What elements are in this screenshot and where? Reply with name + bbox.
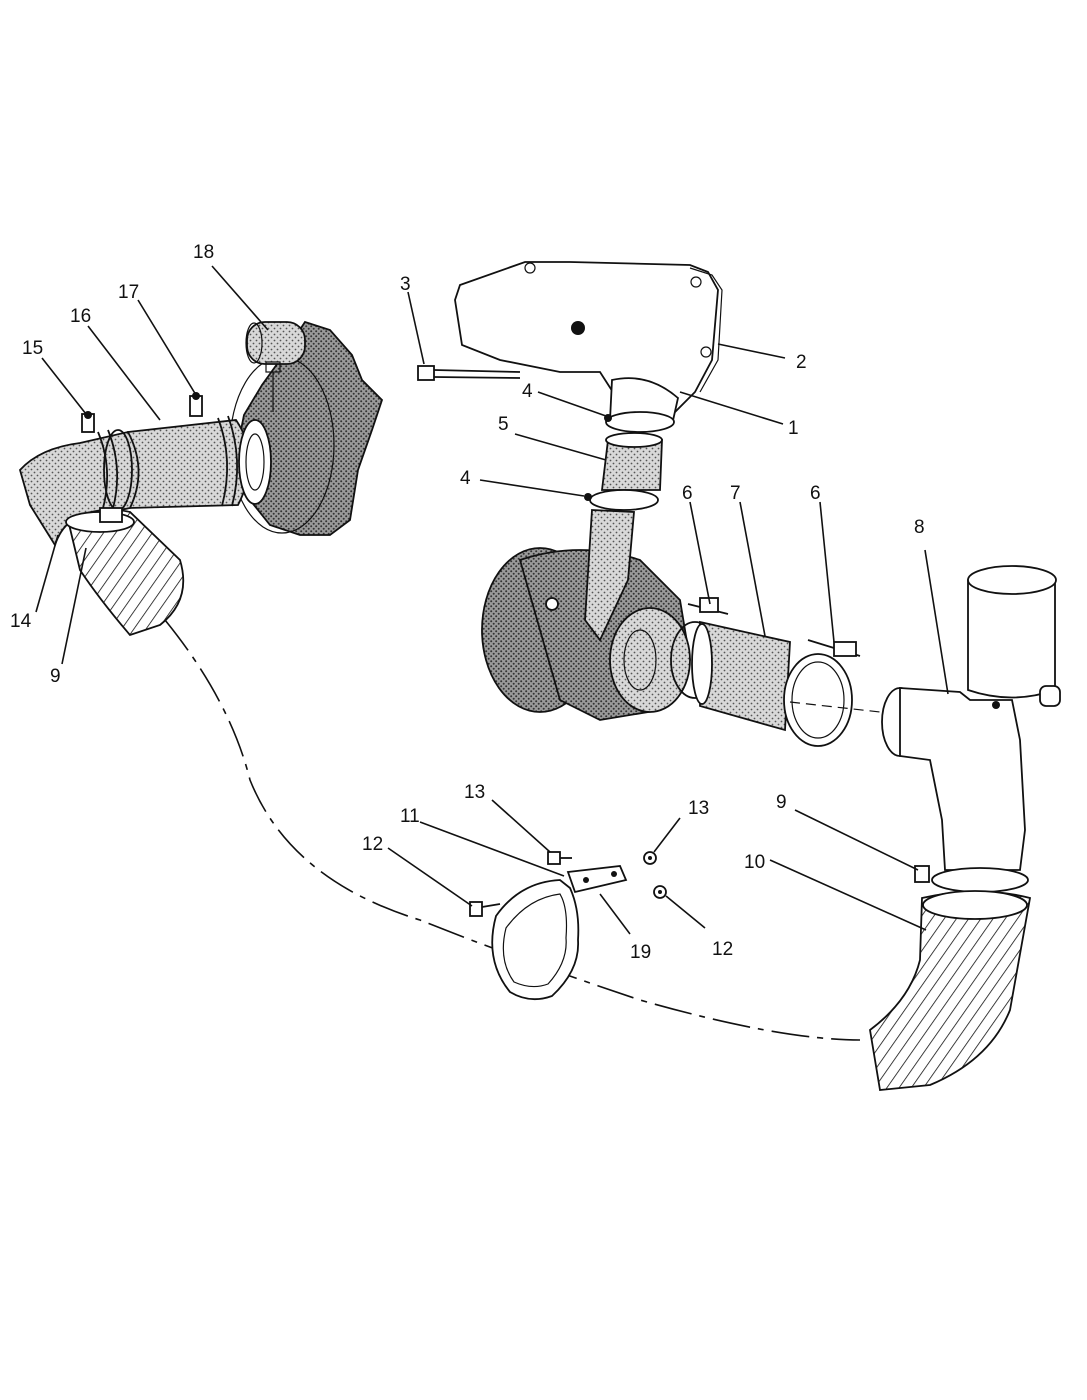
nut-12-right bbox=[653, 885, 667, 899]
callout-11: 11 bbox=[400, 806, 420, 827]
callout-12-right: 12 bbox=[712, 939, 733, 960]
callout-labels: 1 2 3 4 5 4 6 7 6 8 9 9 10 11 12 12 13 1… bbox=[10, 242, 925, 963]
clamp-15 bbox=[81, 411, 119, 513]
sleeve-7 bbox=[699, 620, 791, 732]
elbow-14 bbox=[18, 430, 140, 548]
intake-tube-rim bbox=[238, 419, 272, 505]
callout-18: 18 bbox=[193, 242, 214, 263]
callout-6-right: 6 bbox=[810, 483, 821, 504]
clamp-4-upper bbox=[604, 411, 675, 433]
strap-11 bbox=[491, 879, 580, 1001]
bracket-19 bbox=[566, 865, 628, 894]
breather-cap bbox=[245, 321, 306, 412]
clamp-4-lower bbox=[584, 489, 659, 511]
exhaust-elbow bbox=[454, 261, 723, 433]
callout-13-left: 13 bbox=[464, 782, 485, 803]
callout-9-right: 9 bbox=[776, 792, 787, 813]
hose-clamp-9-right bbox=[914, 865, 1029, 893]
callout-14: 14 bbox=[10, 611, 32, 632]
callout-9-left: 9 bbox=[50, 666, 61, 687]
callout-17: 17 bbox=[118, 282, 139, 303]
flex-hose-10 bbox=[869, 890, 1032, 1091]
callout-3: 3 bbox=[400, 274, 411, 295]
callout-6-left: 6 bbox=[682, 483, 693, 504]
callout-4-upper: 4 bbox=[522, 381, 533, 402]
hose-clamp-9-left bbox=[65, 507, 135, 533]
hose-route-line bbox=[164, 619, 861, 1041]
bolt-12-left bbox=[469, 901, 501, 917]
nut-13-right bbox=[643, 851, 657, 865]
callout-12-left: 12 bbox=[362, 834, 383, 855]
clamp-6-right bbox=[783, 639, 861, 747]
clamp-6-left bbox=[670, 597, 729, 699]
bolt-13-left bbox=[547, 851, 572, 865]
bolt-3 bbox=[417, 365, 521, 381]
callout-8: 8 bbox=[914, 517, 925, 538]
callout-15: 15 bbox=[22, 338, 43, 359]
callout-2: 2 bbox=[796, 352, 807, 373]
callout-4-lower: 4 bbox=[460, 468, 471, 489]
callout-19: 19 bbox=[630, 942, 651, 963]
tee-pipe-8 bbox=[881, 565, 1061, 871]
callout-10: 10 bbox=[744, 852, 765, 873]
intake-tube bbox=[127, 419, 251, 509]
clamp-17 bbox=[189, 392, 239, 507]
leader-lines bbox=[35, 265, 949, 935]
callout-7: 7 bbox=[730, 483, 741, 504]
turbocharger bbox=[481, 509, 691, 721]
callout-16: 16 bbox=[70, 306, 91, 327]
callout-13-right: 13 bbox=[688, 798, 709, 819]
callout-1: 1 bbox=[788, 418, 799, 439]
callout-5: 5 bbox=[498, 414, 509, 435]
